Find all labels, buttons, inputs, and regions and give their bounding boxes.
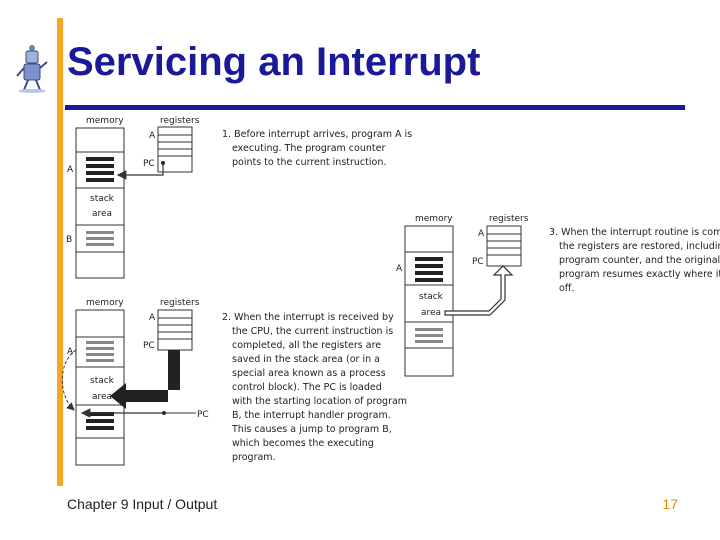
step2-line6: control block). The PC is loaded — [232, 382, 382, 393]
memory-block — [75, 127, 125, 279]
register-a-label: A — [149, 131, 156, 141]
memory-label: memory — [86, 116, 124, 126]
pc-label: PC — [143, 159, 155, 169]
area-label-2: area — [92, 392, 112, 402]
program-a-label-3: A — [396, 264, 403, 274]
register-a-label-3: A — [478, 229, 485, 239]
accent-bar — [57, 18, 63, 486]
step2-line10: which becomes the executing — [232, 438, 374, 449]
program-a-label: A — [67, 165, 74, 175]
panel-before-interrupt: memory registers A stack area B A PC 1. … — [66, 116, 412, 279]
register-a-label-2: A — [149, 313, 156, 323]
step1-line1: 1. Before interrupt arrives, program A i… — [222, 129, 412, 140]
memory-block-2 — [75, 309, 125, 466]
step3-line2: the registers are restored, including th… — [559, 241, 720, 252]
step2-line4: saved in the stack area (or in a — [232, 354, 380, 365]
page-number: 17 — [662, 496, 678, 512]
registers-label-3: registers — [489, 214, 529, 224]
step2-line11: program. — [232, 452, 276, 463]
step2-line5: special area known as a process — [232, 368, 386, 379]
save-registers-arrow — [110, 350, 180, 409]
stack-label-2: stack — [90, 376, 115, 386]
step3-line1: 3. When the interrupt routine is complet… — [549, 227, 720, 238]
robot-logo — [14, 42, 50, 94]
step2-line9: This causes a jump to program B, — [231, 424, 392, 435]
program-a-label-2: A — [67, 347, 74, 357]
jump-arrow — [61, 349, 77, 411]
pc-label-4: PC — [472, 257, 484, 267]
step1-line2: executing. The program counter — [232, 143, 385, 154]
title-underline — [65, 105, 685, 110]
pc-pointer-arrow — [116, 163, 164, 180]
pc-label-3: PC — [197, 410, 209, 420]
memory-label-2: memory — [86, 298, 124, 308]
step2-line7: with the starting location of program — [232, 396, 407, 407]
area-label-3: area — [421, 308, 441, 318]
restore-registers-arrow — [444, 265, 514, 316]
footer-chapter: Chapter 9 Input / Output — [67, 496, 218, 512]
step3-line3: program counter, and the original — [559, 255, 720, 266]
panel-interrupt-received: memory registers A stack area A PC PC 2.… — [61, 298, 407, 466]
registers-label-2: registers — [160, 298, 200, 308]
area-label: area — [92, 209, 112, 219]
step2-line1: 2. When the interrupt is received by — [222, 312, 394, 323]
register-block-2 — [157, 309, 193, 351]
stack-label-3: stack — [419, 292, 444, 302]
step2-line3: completed, all the registers are — [232, 340, 381, 351]
panel-interrupt-complete: memory registers A stack area A PC 3. Wh… — [396, 214, 720, 377]
step3-line4: program resumes exactly where it left — [559, 269, 720, 280]
registers-label: registers — [160, 116, 200, 126]
register-block-3 — [486, 225, 522, 267]
pc-label-2: PC — [143, 341, 155, 351]
memory-block-3 — [404, 225, 454, 377]
program-b-label: B — [66, 235, 72, 245]
stack-label: stack — [90, 194, 115, 204]
step2-line2: the CPU, the current instruction is — [232, 326, 393, 337]
step2-line8: B, the interrupt handler program. — [232, 410, 391, 421]
step3-line5: off. — [559, 283, 574, 294]
step1-line3: points to the current instruction. — [232, 157, 386, 168]
slide-title: Servicing an Interrupt — [67, 40, 481, 84]
memory-label-3: memory — [415, 214, 453, 224]
